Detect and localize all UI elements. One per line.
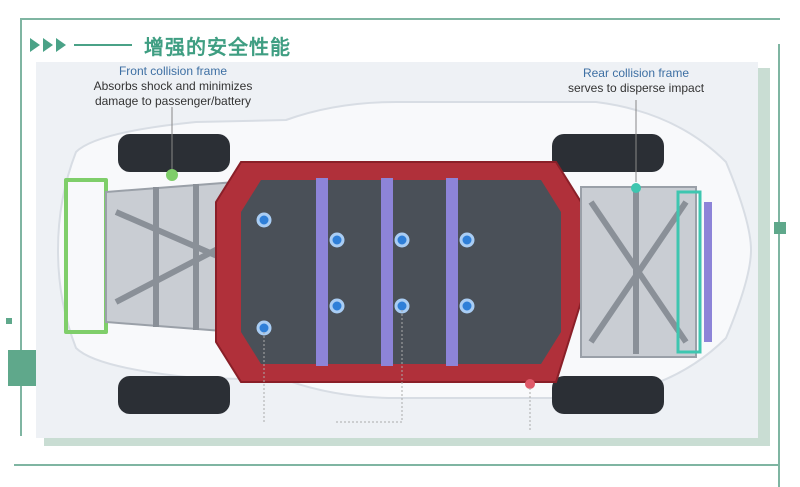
lower-leader-lines bbox=[263, 310, 531, 432]
arrow-right-icon bbox=[56, 38, 66, 52]
front-collision-frame bbox=[64, 178, 108, 334]
wheel-front-top bbox=[118, 134, 230, 172]
rear-frame-marker bbox=[631, 183, 641, 193]
bolt-marker bbox=[329, 298, 345, 314]
section-header: 增强的安全性能 bbox=[30, 28, 291, 62]
arrow-right-icon bbox=[30, 38, 40, 52]
frame-right-line bbox=[778, 44, 780, 487]
wheel-front-bottom bbox=[118, 376, 230, 414]
bolt-marker bbox=[459, 232, 475, 248]
rear-collision-line1: serves to disperse impact bbox=[567, 81, 705, 95]
front-collision-label: Front collision frame Absorbs shock and … bbox=[88, 64, 258, 109]
frame-left-dot bbox=[6, 318, 12, 324]
front-frame-marker bbox=[166, 169, 178, 181]
chassis-illustration bbox=[56, 100, 753, 432]
frame-bottom-shadow bbox=[44, 438, 770, 446]
page-title: 增强的安全性能 bbox=[144, 34, 291, 59]
front-collision-heading: Front collision frame bbox=[118, 64, 228, 78]
arrow-icons bbox=[30, 38, 66, 52]
arrow-right-icon bbox=[43, 38, 53, 52]
bolt-marker bbox=[329, 232, 345, 248]
bolt-markers bbox=[256, 212, 475, 336]
front-subframe-cross bbox=[114, 184, 233, 330]
frame-bottom-line bbox=[14, 464, 780, 466]
frame-right-shadow bbox=[758, 68, 770, 446]
wheel-rear-bottom bbox=[552, 376, 664, 414]
crossbar bbox=[316, 178, 328, 366]
rear-bumper-bar bbox=[704, 202, 712, 342]
front-collision-line2: damage to passenger/battery bbox=[94, 94, 252, 108]
bolt-marker bbox=[256, 212, 272, 228]
crossbar bbox=[381, 178, 393, 366]
rear-collision-heading: Rear collision frame bbox=[582, 66, 690, 80]
chassis-panel: Front collision frame Absorbs shock and … bbox=[36, 62, 758, 438]
crossbar bbox=[446, 178, 458, 366]
front-collision-line1: Absorbs shock and minimizes bbox=[93, 79, 253, 93]
rear-collision-frame bbox=[676, 190, 702, 354]
bolt-marker bbox=[459, 298, 475, 314]
battery-pack bbox=[241, 180, 561, 364]
frame-top-line bbox=[20, 18, 780, 20]
battery-frame-marker bbox=[525, 379, 535, 389]
bolt-marker bbox=[394, 232, 410, 248]
frame-right-dot bbox=[774, 222, 786, 234]
rear-subframe-cross bbox=[588, 190, 689, 354]
header-rule bbox=[74, 44, 132, 46]
rear-collision-label: Rear collision frame serves to disperse … bbox=[556, 66, 716, 96]
frame-left-line bbox=[20, 18, 22, 436]
wheel-rear-top bbox=[552, 134, 664, 172]
